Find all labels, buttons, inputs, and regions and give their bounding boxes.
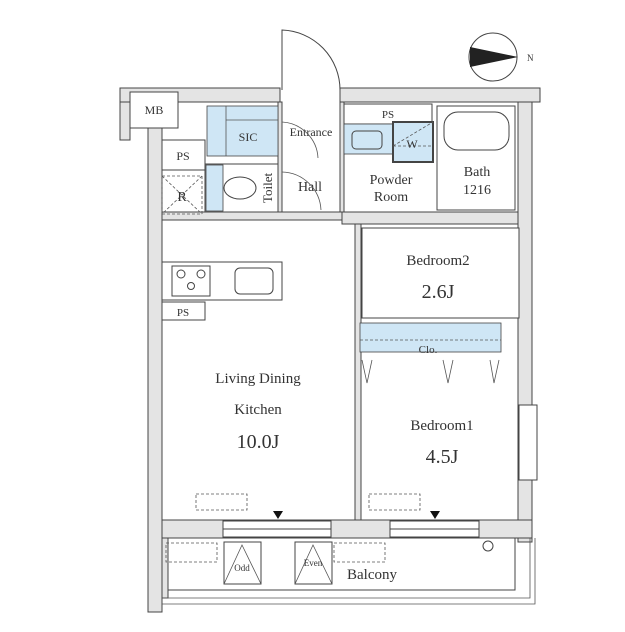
- bedroom2-label: Bedroom2: [406, 253, 469, 269]
- hatch-odd: [223, 541, 262, 585]
- bathroom: [436, 105, 516, 211]
- mb-box: [129, 91, 179, 129]
- window-bedroom1: [389, 511, 480, 538]
- balcony: [167, 537, 516, 591]
- powder-room-label-2: Room: [374, 190, 408, 205]
- closet-label: Clo.: [419, 344, 438, 356]
- compass-label: N: [527, 53, 534, 63]
- toilet-icon: [223, 176, 257, 200]
- drain-icon: [482, 540, 494, 552]
- ps-kitchen: [161, 301, 206, 321]
- refrigerator-label: R: [177, 190, 187, 205]
- bedroom1-label: Bedroom1: [410, 418, 473, 434]
- bath-label: Bath: [464, 165, 490, 180]
- window-ldk: [222, 511, 332, 538]
- bedroom2-size: 2.6J: [422, 281, 455, 303]
- mb-label: MB: [145, 103, 164, 117]
- bathtub-icon: [443, 111, 510, 151]
- ac-unit-2: [368, 493, 421, 511]
- toilet-label: Toilet: [260, 173, 275, 204]
- bath-size-label: 1216: [463, 183, 491, 198]
- balcony-label: Balcony: [347, 567, 397, 583]
- bedroom1-size: 4.5J: [426, 446, 459, 468]
- ldk-label: Living Dining: [215, 371, 301, 387]
- odd-label: Odd: [234, 563, 250, 573]
- ac-unit: [195, 493, 248, 511]
- entrance-door[interactable]: [281, 29, 341, 91]
- sink-icon: [234, 267, 274, 295]
- closet: [359, 322, 502, 353]
- hall-label: Hall: [298, 180, 322, 195]
- ps-top-label: PS: [382, 109, 394, 121]
- hatch-even: [294, 541, 333, 585]
- ps-kitchen-label: PS: [177, 307, 189, 319]
- sic-label: SIC: [239, 130, 258, 144]
- north-compass-icon: N: [468, 32, 534, 82]
- shoe-closet: [206, 105, 279, 157]
- refrigerator-space: [161, 175, 203, 215]
- washer-label: W: [406, 137, 418, 151]
- ldk-label-2: Kitchen: [234, 402, 282, 418]
- powder-room-label: Powder: [370, 173, 413, 188]
- entrance-label: Entrance: [290, 125, 333, 139]
- stove-icon: [171, 265, 211, 297]
- side-window: [518, 404, 538, 481]
- even-label: Even: [304, 558, 323, 568]
- ldk-size: 10.0J: [237, 431, 280, 453]
- ps-left-label: PS: [176, 149, 189, 163]
- bedroom2: [361, 227, 520, 319]
- ps-left: [161, 139, 206, 171]
